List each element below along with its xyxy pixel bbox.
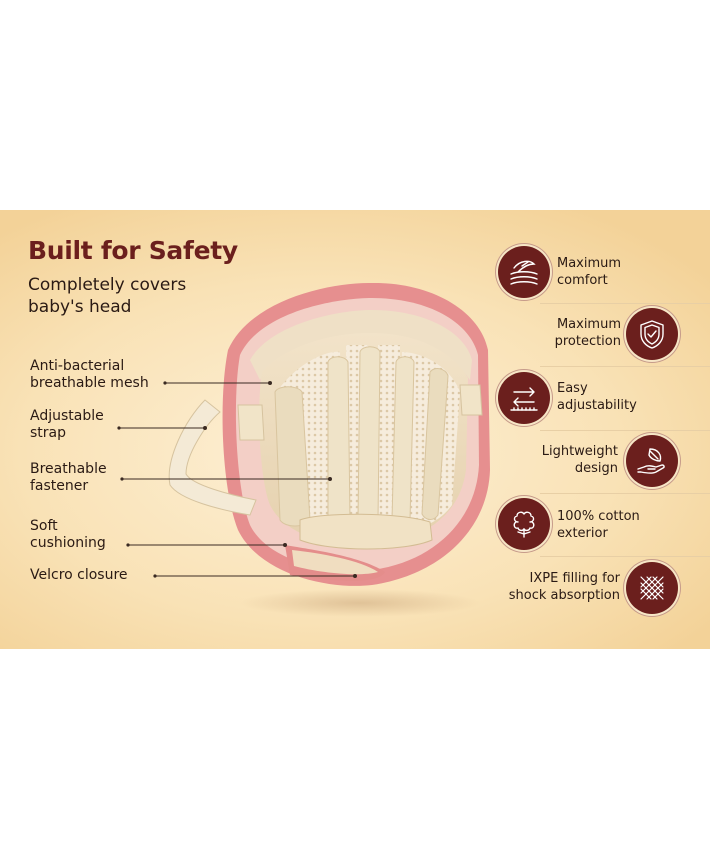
divider	[540, 493, 710, 494]
feature-comfort-line2: comfort	[557, 272, 608, 288]
shield-check-icon	[626, 308, 678, 360]
feature-comfort: Maximum comfort	[557, 256, 621, 289]
feature-lightweight-line1: Lightweight	[541, 444, 618, 459]
feature-ixpe-line1: IXPE filling for	[529, 571, 620, 586]
page-subtitle: Completely covers baby's head	[28, 275, 187, 317]
callout-velcro: Velcro closure	[30, 567, 128, 584]
feature-adjustability-line2: adjustability	[557, 397, 637, 413]
mesh-grid-icon	[626, 562, 678, 614]
divider	[540, 303, 710, 304]
callout-cushioning-line2: cushioning	[30, 535, 106, 551]
feature-lightweight: Lightweight design	[542, 444, 618, 477]
feature-ixpe-line2: shock absorption	[508, 587, 620, 603]
divider	[540, 430, 710, 431]
feather-layers-icon	[498, 246, 550, 298]
callout-strap-line2: strap	[30, 425, 67, 441]
callout-fastener: Breathable fastener	[30, 461, 107, 495]
feature-adjustability-line1: Easy	[557, 381, 588, 396]
callout-mesh-line1: Anti-bacterial	[30, 358, 125, 374]
divider	[540, 556, 710, 557]
callout-velcro-line1: Velcro closure	[30, 567, 128, 583]
page-title: Built for Safety	[28, 236, 238, 265]
cotton-flower-icon	[498, 498, 550, 550]
feature-cotton: 100% cotton exterior	[557, 509, 640, 542]
callout-cushioning: Soft cushioning	[30, 518, 106, 552]
feature-comfort-line1: Maximum	[557, 256, 622, 271]
callout-fastener-line1: Breathable	[30, 461, 107, 477]
divider	[540, 366, 710, 367]
feature-cotton-line2: exterior	[557, 525, 608, 541]
callout-mesh: Anti-bacterial breathable mesh	[30, 358, 149, 392]
feature-ixpe: IXPE filling for shock absorption	[509, 571, 620, 604]
hand-feather-icon	[626, 435, 678, 487]
feature-protection: Maximum protection	[555, 317, 621, 350]
feature-protection-line2: protection	[554, 333, 621, 349]
feature-protection-line1: Maximum	[556, 317, 621, 332]
feature-lightweight-line2: design	[574, 460, 618, 476]
callout-mesh-line2: breathable mesh	[30, 375, 149, 391]
feature-adjustability: Easy adjustability	[557, 381, 637, 414]
callout-strap-line1: Adjustable	[30, 408, 104, 424]
callout-fastener-line2: fastener	[30, 478, 89, 494]
callout-strap: Adjustable strap	[30, 408, 104, 442]
callout-cushioning-line1: Soft	[30, 518, 58, 534]
adjust-arrows-icon	[498, 372, 550, 424]
feature-cotton-line1: 100% cotton	[557, 509, 640, 524]
